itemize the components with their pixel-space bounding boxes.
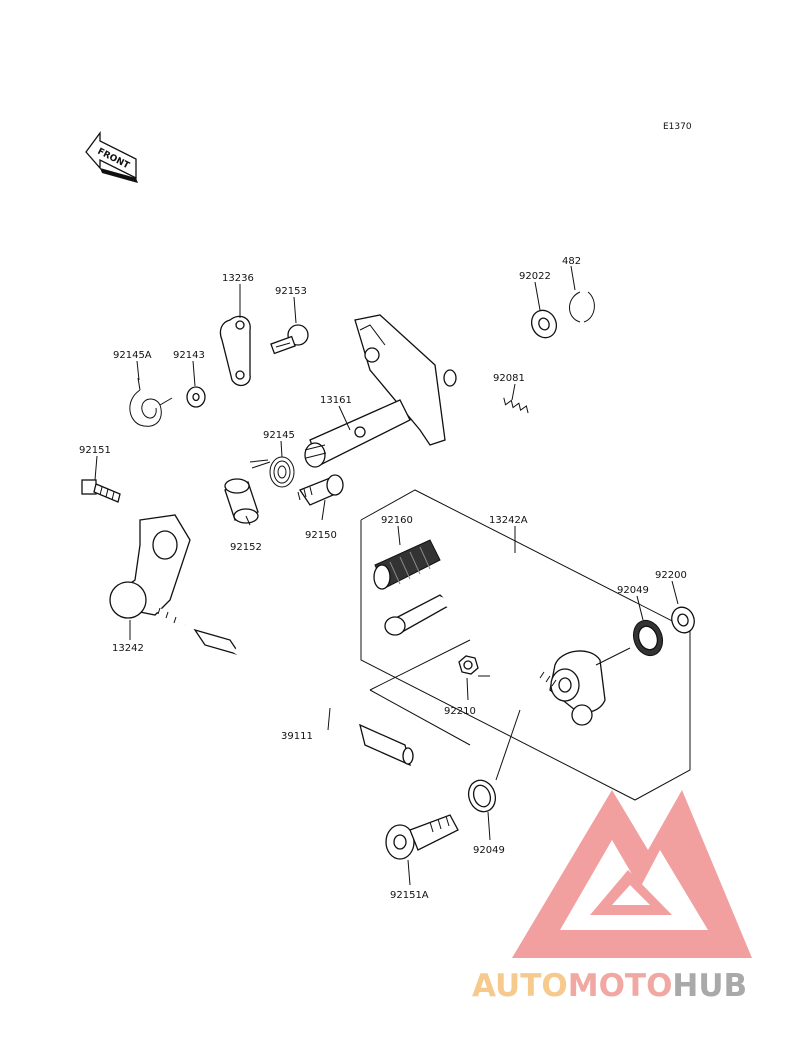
label-92151a: 92151A [390, 890, 429, 901]
leader-lines [94, 265, 679, 886]
label-39111: 39111 [281, 731, 313, 742]
label-92145a: 92145A [113, 350, 152, 361]
washer-92200 [671, 606, 695, 634]
label-92151: 92151 [79, 445, 111, 456]
label-92150: 92150 [305, 530, 337, 541]
lever-plate-13236 [219, 315, 251, 387]
nut-92210 [458, 655, 479, 675]
label-92200: 92200 [655, 570, 687, 581]
shift-arm-13242 [109, 514, 191, 628]
watermark-logo [512, 790, 752, 958]
label-92160: 92160 [381, 515, 413, 526]
shift-pedal-assembly-frame [360, 489, 691, 801]
bolt-92153 [270, 324, 309, 355]
spring-92145a [129, 377, 173, 427]
pedal-arm-13242a [384, 594, 606, 726]
collar-92143 [186, 386, 206, 408]
diagram-code: E1370 [663, 122, 692, 132]
label-92143: 92143 [173, 350, 205, 361]
front-arrow-icon: FRONT [85, 131, 138, 183]
washer-92022 [530, 309, 558, 339]
label-13161: 13161 [320, 395, 352, 406]
watermark-triangle-shape [512, 790, 752, 958]
watermark-auto: AUTO [472, 968, 568, 1004]
label-92081: 92081 [493, 373, 525, 384]
collar-92152 [224, 478, 259, 524]
watermark-hub: HUB [672, 968, 747, 1004]
label-92145: 92145 [263, 430, 295, 441]
label-92152: 92152 [230, 542, 262, 553]
spring-92145 [249, 456, 295, 488]
bolt-92151 [81, 479, 121, 503]
oil-seal-92049-upper [632, 619, 664, 657]
svg-text:AUTOMOTOHUB: AUTOMOTOHUB [472, 968, 747, 1004]
label-92153: 92153 [275, 286, 307, 297]
circlip-482 [569, 291, 595, 323]
oil-seal-92049-lower [467, 779, 497, 813]
rod-39111 [193, 628, 414, 767]
rubber-92160 [373, 539, 441, 590]
label-482: 482 [562, 256, 581, 267]
label-92022: 92022 [519, 271, 551, 282]
label-92049-upper: 92049 [617, 585, 649, 596]
label-13242a: 13242A [489, 515, 528, 526]
label-13242: 13242 [112, 643, 144, 654]
label-92210: 92210 [444, 706, 476, 717]
bolt-92151a [385, 814, 459, 860]
spring-92081 [503, 397, 529, 414]
label-13236: 13236 [222, 273, 254, 284]
label-92049-lower: 92049 [473, 845, 505, 856]
bolt-92150 [297, 474, 344, 506]
watermark-moto: MOTO [568, 968, 673, 1004]
shaft-13161 [304, 314, 519, 468]
